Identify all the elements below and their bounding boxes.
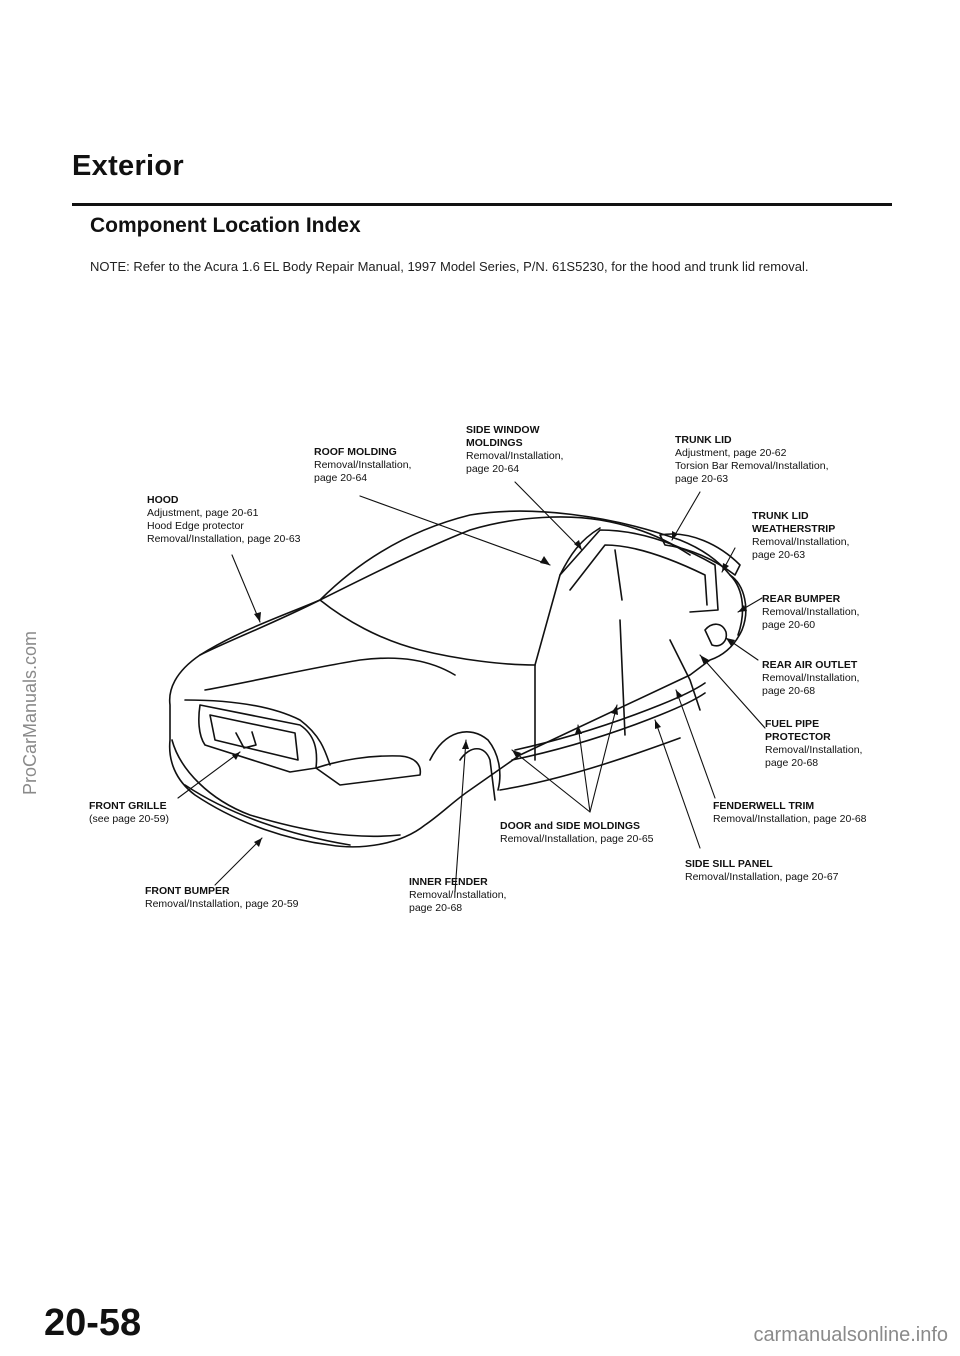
window-frame-inner <box>569 544 708 606</box>
label-side-window-moldings: SIDE WINDOW MOLDINGS Removal/Installatio… <box>466 424 564 475</box>
label-rear-bumper: REAR BUMPER Removal/Installation, page 2… <box>762 593 860 631</box>
hood-front <box>184 699 331 766</box>
roof-line <box>319 516 691 601</box>
label-door-side-moldings: DOOR and SIDE MOLDINGS Removal/Installat… <box>500 820 654 845</box>
side-molding <box>514 682 706 751</box>
rear-corner <box>729 574 744 636</box>
label-fuel-pipe-protector: FUEL PIPE PROTECTOR Removal/Installation… <box>765 718 863 769</box>
sill <box>499 737 681 791</box>
label-trunk-lid: TRUNK LID Adjustment, page 20-62 Torsion… <box>675 434 829 485</box>
section-title: Exterior <box>72 150 184 182</box>
front-bumper <box>171 739 401 838</box>
car-body-outline <box>168 510 747 848</box>
page-number: 20-58 <box>44 1302 142 1344</box>
grille-inner <box>209 714 299 761</box>
label-roof-molding: ROOF MOLDING Removal/Installation, page … <box>314 446 412 484</box>
label-side-sill-panel: SIDE SILL PANEL Removal/Installation, pa… <box>685 858 839 883</box>
hood-line <box>199 599 321 656</box>
windshield <box>319 599 536 666</box>
b-pillar <box>614 549 623 601</box>
hood-crease <box>204 657 456 691</box>
label-hood: HOOD Adjustment, page 20-61 Hood Edge pr… <box>147 494 301 545</box>
bumper-lower <box>184 784 351 846</box>
page-subtitle: Component Location Index <box>90 214 361 237</box>
label-front-bumper: FRONT BUMPER Removal/Installation, page … <box>145 885 299 910</box>
label-front-grille: FRONT GRILLE (see page 20-59) <box>89 800 169 825</box>
window-frame <box>559 529 719 613</box>
title-rule <box>72 203 892 206</box>
grille <box>198 704 318 773</box>
fuel-pipe <box>669 639 701 711</box>
headlight <box>315 755 422 786</box>
label-inner-fender: INNER FENDER Removal/Installation, page … <box>409 876 507 914</box>
label-fenderwell-trim: FENDERWELL TRIM Removal/Installation, pa… <box>713 800 867 825</box>
front-wheel-arch <box>429 731 501 791</box>
side-molding-2 <box>511 692 706 761</box>
repair-note: NOTE: Refer to the Acura 1.6 EL Body Rep… <box>90 259 809 274</box>
emblem <box>235 731 257 749</box>
door-rear <box>619 619 626 736</box>
bottom-watermark: carmanualsonline.info <box>753 1324 948 1346</box>
side-watermark: ProCarManuals.com <box>20 630 40 795</box>
label-trunk-lid-weatherstrip: TRUNK LID WEATHERSTRIP Removal/Installat… <box>752 510 850 561</box>
inner-fender <box>459 747 496 801</box>
trunk-lid <box>659 533 741 576</box>
a-pillar <box>534 527 601 666</box>
label-rear-air-outlet: REAR AIR OUTLET Removal/Installation, pa… <box>762 659 860 697</box>
rear-air-outlet <box>704 623 728 647</box>
